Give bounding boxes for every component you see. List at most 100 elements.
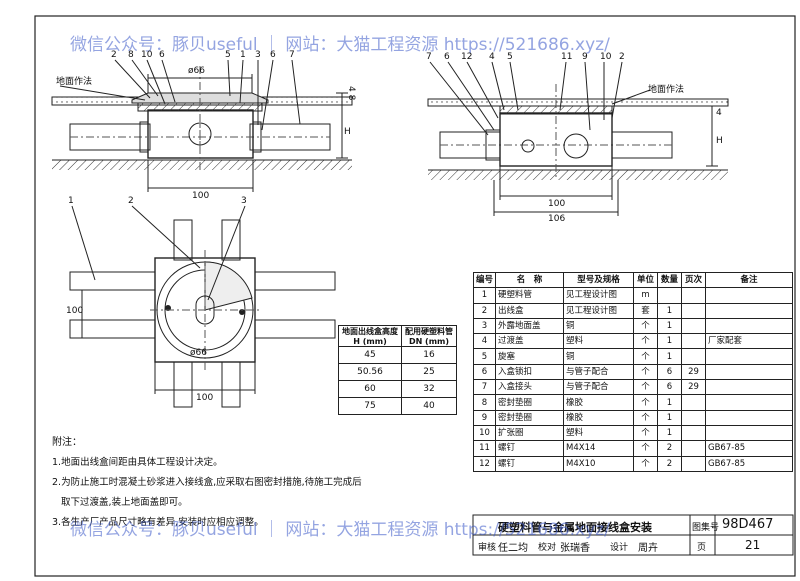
plan-view [69, 205, 336, 408]
bom-cell: 29 [681, 379, 707, 396]
bom-cell: 1 [657, 424, 683, 442]
bom-cell [681, 394, 707, 411]
callout-2: 2 [111, 50, 117, 60]
bom-cell: 10 [472, 424, 497, 442]
spec-dn: 32 [401, 380, 457, 398]
atlas-number: 98D467 [722, 517, 774, 532]
p-callout-2: 2 [128, 196, 134, 206]
note-1: 1.地面出线盒间距由具体工程设计决定。 [52, 457, 223, 468]
bom-cell: M4X14 [563, 440, 635, 457]
spec-dn: 16 [401, 346, 457, 364]
bom-cell: 个 [633, 333, 659, 350]
bom-cell: 1 [657, 302, 683, 319]
dim-h-left: H [344, 127, 351, 137]
r-floor-label: 地面作法 [648, 85, 685, 95]
bom-cell: 橡胶 [563, 394, 635, 411]
bom-cell: 见工程设计图 [563, 302, 635, 319]
note-2: 2.为防止施工时混凝土砂浆进入接线盒,应采取右图密封措施,待施工完成后 [52, 477, 362, 488]
bom-cell: 7 [472, 379, 497, 396]
bom-cell: 铜 [563, 317, 635, 335]
left-section-view [51, 59, 353, 192]
floor-label: 地面作法 [56, 77, 93, 87]
atlas-label: 图集号 [692, 523, 720, 533]
r-dim-h: H [716, 136, 723, 146]
check-signature: 张瑞香 [560, 543, 590, 554]
r-callout-10: 10 [600, 52, 612, 62]
watermark-top: 微信公众号：豚贝useful ｜ 网站：大猫工程资源 https://52168… [70, 35, 610, 55]
bom-header-row: 编号 名 称 型号及规格 单位 数量 页次 备注 [472, 271, 793, 289]
dim-48: 4 8 [346, 86, 356, 101]
spec-h: 45 [338, 346, 402, 364]
bom-cell: 厂家配套 [705, 333, 793, 350]
bom-cell: 12 [472, 455, 497, 472]
p-callout-3: 3 [241, 196, 247, 206]
callout-1: 1 [240, 50, 246, 60]
bom-h-qty: 数量 [657, 271, 683, 289]
watermark-bottom: 微信公众号：豚贝useful ｜ 网站：大猫工程资源 https://52168… [70, 520, 610, 540]
bom-cell: 5 [472, 348, 497, 365]
p-dim-bottom: 100 [196, 393, 214, 403]
bom-cell: 密封垫圈 [495, 409, 565, 426]
note-2-cont: 取下过渡盖,装上地面盖即可。 [52, 497, 188, 508]
callout-3: 3 [255, 50, 261, 60]
bom-cell: 入盒锁扣 [495, 363, 565, 381]
callout-8: 8 [128, 50, 134, 60]
bom-cell [681, 440, 707, 457]
bom-cell: 个 [633, 440, 659, 457]
r-dim-106: 106 [548, 214, 566, 224]
bom-cell: 入盒接头 [495, 379, 565, 396]
bom-cell: 旋塞 [495, 348, 565, 365]
bom-cell: 1 [657, 409, 683, 426]
bom-cell: 1 [657, 317, 683, 335]
notes: 附注： 1.地面出线盒间距由具体工程设计决定。 2.为防止施工时混凝土砂浆进入接… [52, 433, 392, 533]
r-callout-2: 2 [619, 52, 625, 62]
bom-cell: 个 [633, 348, 659, 365]
bom-cell [705, 348, 793, 365]
callout-10: 10 [141, 50, 153, 60]
bom-cell: 橡胶 [563, 409, 635, 426]
notes-title: 附注： [52, 437, 82, 448]
callout-5: 5 [225, 50, 231, 60]
bom-cell [705, 363, 793, 381]
spec-dn: 40 [401, 397, 457, 415]
bom-cell: 与管子配合 [563, 379, 635, 396]
r-callout-4: 4 [489, 52, 495, 62]
spec-h: 75 [338, 397, 402, 415]
bom-cell [681, 333, 707, 350]
bom-cell [681, 409, 707, 426]
bom-cell [705, 424, 793, 442]
bom-cell: 套 [633, 302, 659, 319]
sheet-border [34, 15, 796, 577]
bom-cell: 2 [472, 302, 497, 319]
bom-cell: 塑料 [563, 333, 635, 350]
p-callout-1: 1 [68, 196, 74, 206]
bom-cell: 个 [633, 379, 659, 396]
spec-h: 50.56 [338, 363, 402, 381]
spec-header-h: 地面出线盒高度 H (mm) [338, 325, 402, 347]
bom-cell [681, 424, 707, 442]
bom-cell: 6 [472, 363, 497, 381]
bom-cell: GB67-85 [705, 455, 793, 472]
bom-cell [681, 287, 707, 304]
right-section-view [427, 61, 729, 216]
bom-cell: 1 [657, 333, 683, 350]
bom-cell: 与管子配合 [563, 363, 635, 381]
bom-cell [681, 348, 707, 365]
design-signature: 周卉 [638, 543, 658, 554]
spec-dn: 25 [401, 363, 457, 381]
bom-cell: 1 [657, 394, 683, 411]
r-callout-6: 6 [444, 52, 450, 62]
